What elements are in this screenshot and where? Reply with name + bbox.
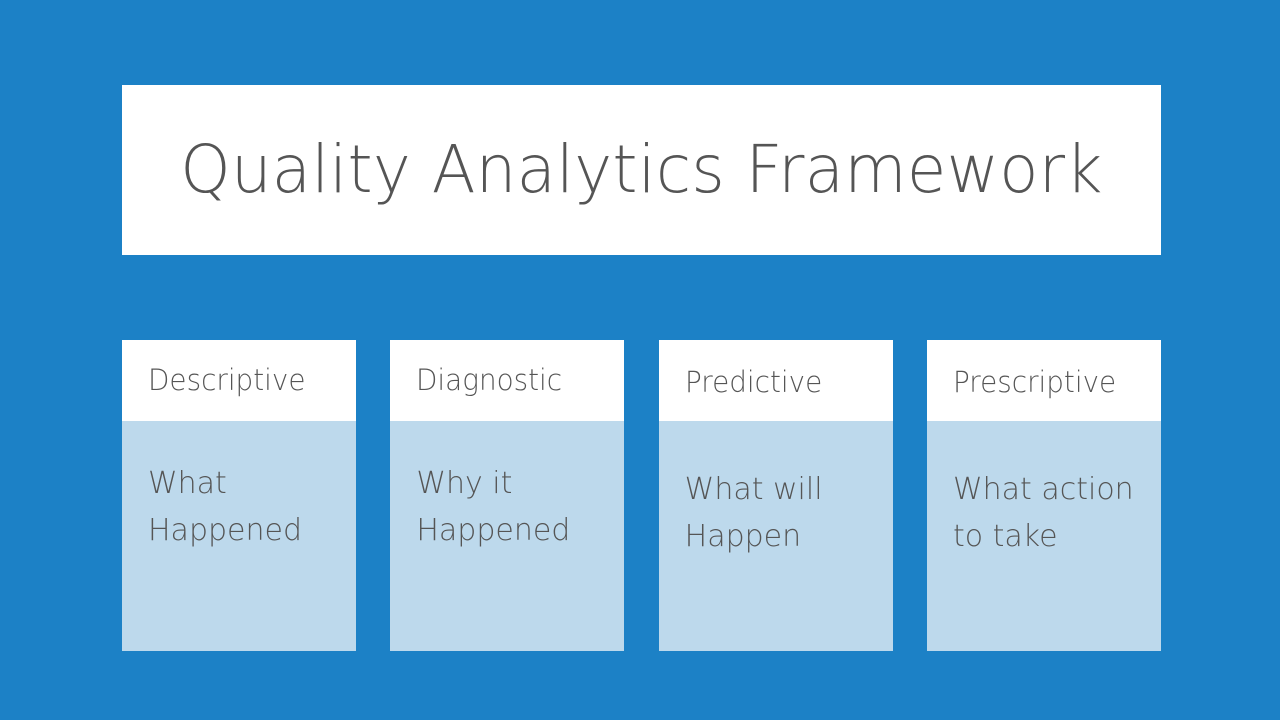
card-prescriptive-description: What action to take	[952, 472, 1134, 554]
card-diagnostic-title: Diagnostic	[416, 363, 563, 397]
card-predictive[interactable]: Predictive What will Happen	[658, 340, 893, 651]
card-predictive-title: Predictive	[684, 365, 822, 399]
card-predictive-description: What will Happen	[684, 472, 823, 554]
card-predictive-header: Predictive	[658, 340, 893, 421]
card-predictive-body: What will Happen	[658, 421, 893, 651]
card-prescriptive-title: Prescriptive	[952, 365, 1117, 399]
card-descriptive[interactable]: Descriptive What Happened	[122, 340, 356, 651]
card-descriptive-description: What Happened	[148, 466, 302, 548]
card-descriptive-header: Descriptive	[122, 340, 356, 421]
card-prescriptive-body: What action to take	[926, 421, 1161, 651]
card-descriptive-title: Descriptive	[148, 363, 306, 397]
page-title: Quality Analytics Framework	[180, 131, 1103, 208]
card-diagnostic-description: Why it Happened	[416, 466, 571, 548]
card-diagnostic-body: Why it Happened	[390, 421, 625, 651]
card-diagnostic[interactable]: Diagnostic Why it Happened	[390, 340, 625, 651]
title-banner: Quality Analytics Framework	[122, 85, 1161, 255]
card-prescriptive[interactable]: Prescriptive What action to take	[926, 340, 1161, 651]
card-prescriptive-header: Prescriptive	[926, 340, 1161, 421]
card-diagnostic-header: Diagnostic	[390, 340, 625, 421]
card-descriptive-body: What Happened	[122, 421, 356, 651]
analytics-card-row: Descriptive What Happened Diagnostic Why…	[122, 340, 1161, 651]
